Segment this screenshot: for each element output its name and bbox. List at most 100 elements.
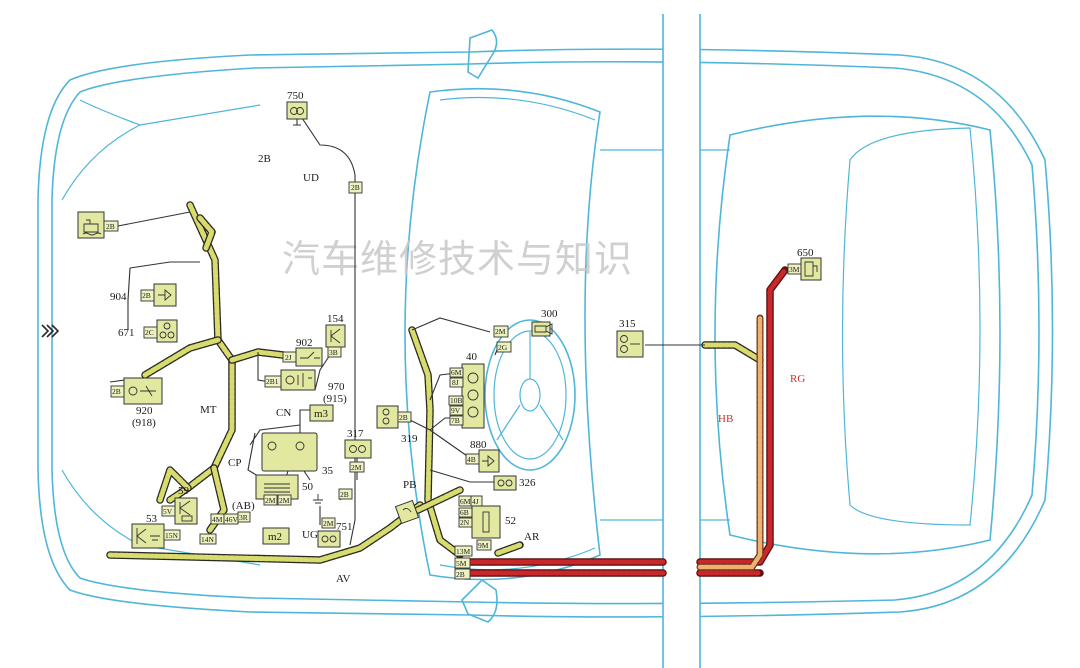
- component-920-number: 920: [136, 405, 153, 417]
- front-direction-chevron-icon: [41, 324, 60, 338]
- label-av: AV: [336, 573, 351, 585]
- component-59: 59 5V: [161, 485, 198, 525]
- component-671-number: 671: [118, 327, 135, 339]
- component-920-alt: (918): [132, 417, 156, 429]
- harness-ar: [494, 541, 524, 557]
- svg-text:46V: 46V: [225, 515, 239, 524]
- svg-text:2B: 2B: [456, 570, 465, 579]
- component-751: 2M 751: [317, 517, 353, 548]
- svg-text:2B: 2B: [112, 387, 121, 396]
- component-317-number: 317: [347, 428, 364, 440]
- car-body-outline: [37, 14, 1054, 668]
- harness-labels: UD MT AV PB AR UG CN CP (AB) HB RG 2B: [200, 153, 805, 585]
- component-coolant-sensor: 2B: [77, 211, 119, 239]
- component-970: 970 (915) m3: [309, 381, 347, 422]
- svg-text:4M: 4M: [212, 515, 223, 524]
- svg-text:7B: 7B: [451, 416, 460, 425]
- label-cn: CN: [276, 407, 291, 419]
- component-154-number: 154: [327, 313, 344, 325]
- svg-text:3R: 3R: [239, 513, 248, 522]
- svg-text:9V: 9V: [451, 406, 461, 415]
- speaker-icon: [497, 479, 513, 487]
- svg-text:5V: 5V: [163, 507, 173, 516]
- component-50: 50: [302, 481, 323, 504]
- component-52-number: 52: [505, 515, 516, 527]
- component-35-number: 35: [322, 465, 334, 477]
- svg-text:2M: 2M: [279, 496, 290, 505]
- label-cp: CP: [228, 457, 241, 469]
- label-ud: UD: [303, 172, 319, 184]
- harness-pb: [408, 326, 464, 559]
- label-mt: MT: [200, 404, 217, 416]
- component-319-number: 319: [401, 433, 418, 445]
- svg-text:3B: 3B: [329, 348, 338, 357]
- svg-text:m2: m2: [268, 531, 282, 543]
- component-319: 2B 319: [376, 405, 418, 445]
- horn-icon: [158, 289, 172, 301]
- headlamp-icon: [128, 385, 156, 397]
- label-ab: (AB): [232, 500, 255, 512]
- svg-text:5M: 5M: [456, 559, 467, 568]
- label-hb: HB: [718, 413, 733, 425]
- component-751-number: 751: [336, 521, 353, 533]
- component-904-number: 904: [110, 291, 127, 303]
- switch-icon: [482, 455, 495, 467]
- svg-text:4J: 4J: [472, 497, 479, 506]
- component-52: 6M 4J 6B 2N 52: [458, 495, 516, 539]
- svg-text:6M: 6M: [451, 368, 462, 377]
- label-2b-front: 2B: [258, 153, 271, 165]
- component-902-number: 902: [296, 337, 313, 349]
- svg-text:2B1: 2B1: [266, 377, 279, 386]
- component-904: 904 2B: [110, 283, 177, 307]
- svg-text:2G: 2G: [498, 343, 508, 352]
- svg-text:2M: 2M: [495, 327, 506, 336]
- component-2b1-block: 2B1: [264, 369, 316, 391]
- connector-cluster-ab: 4M 46V 3R 14N: [199, 511, 251, 545]
- lamp-pair-icon: [620, 335, 640, 353]
- component-650-number: 650: [797, 247, 814, 259]
- harness-hb-rg: [466, 266, 789, 577]
- component-154: 154 3B: [325, 313, 346, 358]
- ground-switch-icon: [136, 528, 160, 544]
- label-rg: RG: [790, 373, 805, 385]
- svg-text:15N: 15N: [165, 531, 179, 540]
- component-880: 880 4B: [465, 439, 500, 473]
- fuse-icon: m3: [314, 408, 329, 420]
- connector-cluster-bottom: 9M 13M 5M 2B: [454, 539, 492, 580]
- svg-text:2B: 2B: [399, 413, 408, 422]
- harness-connector-pb: [394, 499, 420, 525]
- ground-icon: [313, 494, 323, 504]
- relay-switch-icon: [330, 328, 341, 344]
- lamp-pair-icon: [349, 445, 366, 453]
- component-fuse-box: [247, 432, 318, 477]
- thin-wires: [109, 114, 795, 546]
- watermark-text: 汽车维修技术与知识: [282, 237, 633, 281]
- component-920: 2B 920 (918): [110, 377, 163, 429]
- component-m2: m2: [262, 527, 290, 545]
- component-40: 40 6M 8J 10B 9V 7B: [448, 351, 485, 429]
- svg-text:2M: 2M: [351, 463, 362, 472]
- svg-text:6M: 6M: [460, 497, 471, 506]
- component-326-number: 326: [519, 477, 536, 489]
- svg-text:2B: 2B: [340, 490, 349, 499]
- gauge-cluster-icon: [467, 372, 479, 418]
- ceiling-lamp-icon: [290, 107, 304, 115]
- label-ug: UG: [302, 529, 318, 541]
- component-671: 671 2C: [118, 319, 178, 343]
- svg-text:9M: 9M: [478, 541, 489, 550]
- svg-text:13M: 13M: [456, 547, 471, 556]
- component-750: 750: [286, 90, 308, 126]
- component-315: 315: [616, 318, 644, 358]
- component-315-number: 315: [619, 318, 636, 330]
- component-970-number: 970: [328, 381, 345, 393]
- component-317: 317: [344, 428, 372, 459]
- svg-text:2C: 2C: [145, 328, 154, 337]
- component-59-number: 59: [178, 485, 190, 497]
- svg-text:8J: 8J: [452, 378, 459, 387]
- component-880-number: 880: [470, 439, 487, 451]
- label-ar: AR: [524, 531, 540, 543]
- component-902: 902 2J: [282, 337, 323, 367]
- module-icon: [482, 511, 490, 533]
- component-53: 53 15N: [131, 513, 181, 549]
